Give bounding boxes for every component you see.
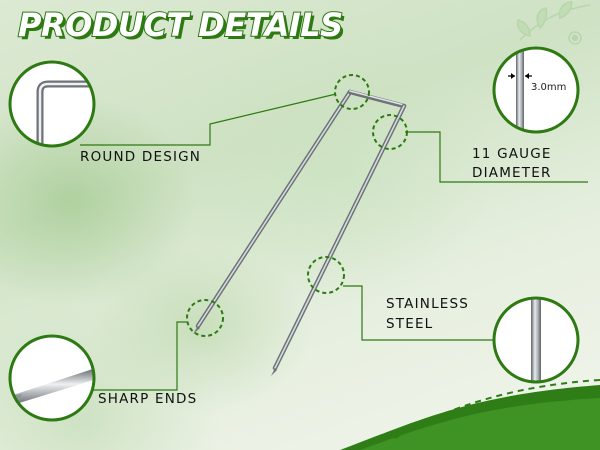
label-round-design: ROUND DESIGN bbox=[80, 149, 202, 165]
connector-round bbox=[80, 93, 337, 146]
connector-steel bbox=[343, 285, 494, 341]
label-sharp-ends: SHARP ENDS bbox=[98, 391, 198, 407]
detail-zoom-circle bbox=[8, 60, 96, 148]
connector-gauge bbox=[405, 131, 588, 183]
staple-illustration bbox=[193, 89, 407, 376]
focus-circle-steel bbox=[307, 256, 345, 294]
label-gauge-line1: 11 GAUGE bbox=[472, 146, 552, 162]
wave-decoration bbox=[340, 379, 600, 450]
detail-zoom-circle bbox=[8, 334, 96, 422]
measurement-label: 3.0mm bbox=[531, 82, 567, 93]
label-stainless-line1: STAINLESS bbox=[386, 296, 470, 312]
focus-circle-round bbox=[334, 74, 370, 110]
page-title: PRODUCT DETAILS bbox=[17, 5, 344, 45]
label-stainless-line2: STEEL bbox=[386, 316, 434, 332]
detail-zoom-circle bbox=[492, 296, 580, 384]
leaf-decoration bbox=[516, 1, 591, 45]
focus-circle-sharp bbox=[186, 299, 224, 337]
connector-sharp bbox=[92, 321, 187, 391]
label-gauge-line2: DIAMETER bbox=[472, 165, 552, 181]
